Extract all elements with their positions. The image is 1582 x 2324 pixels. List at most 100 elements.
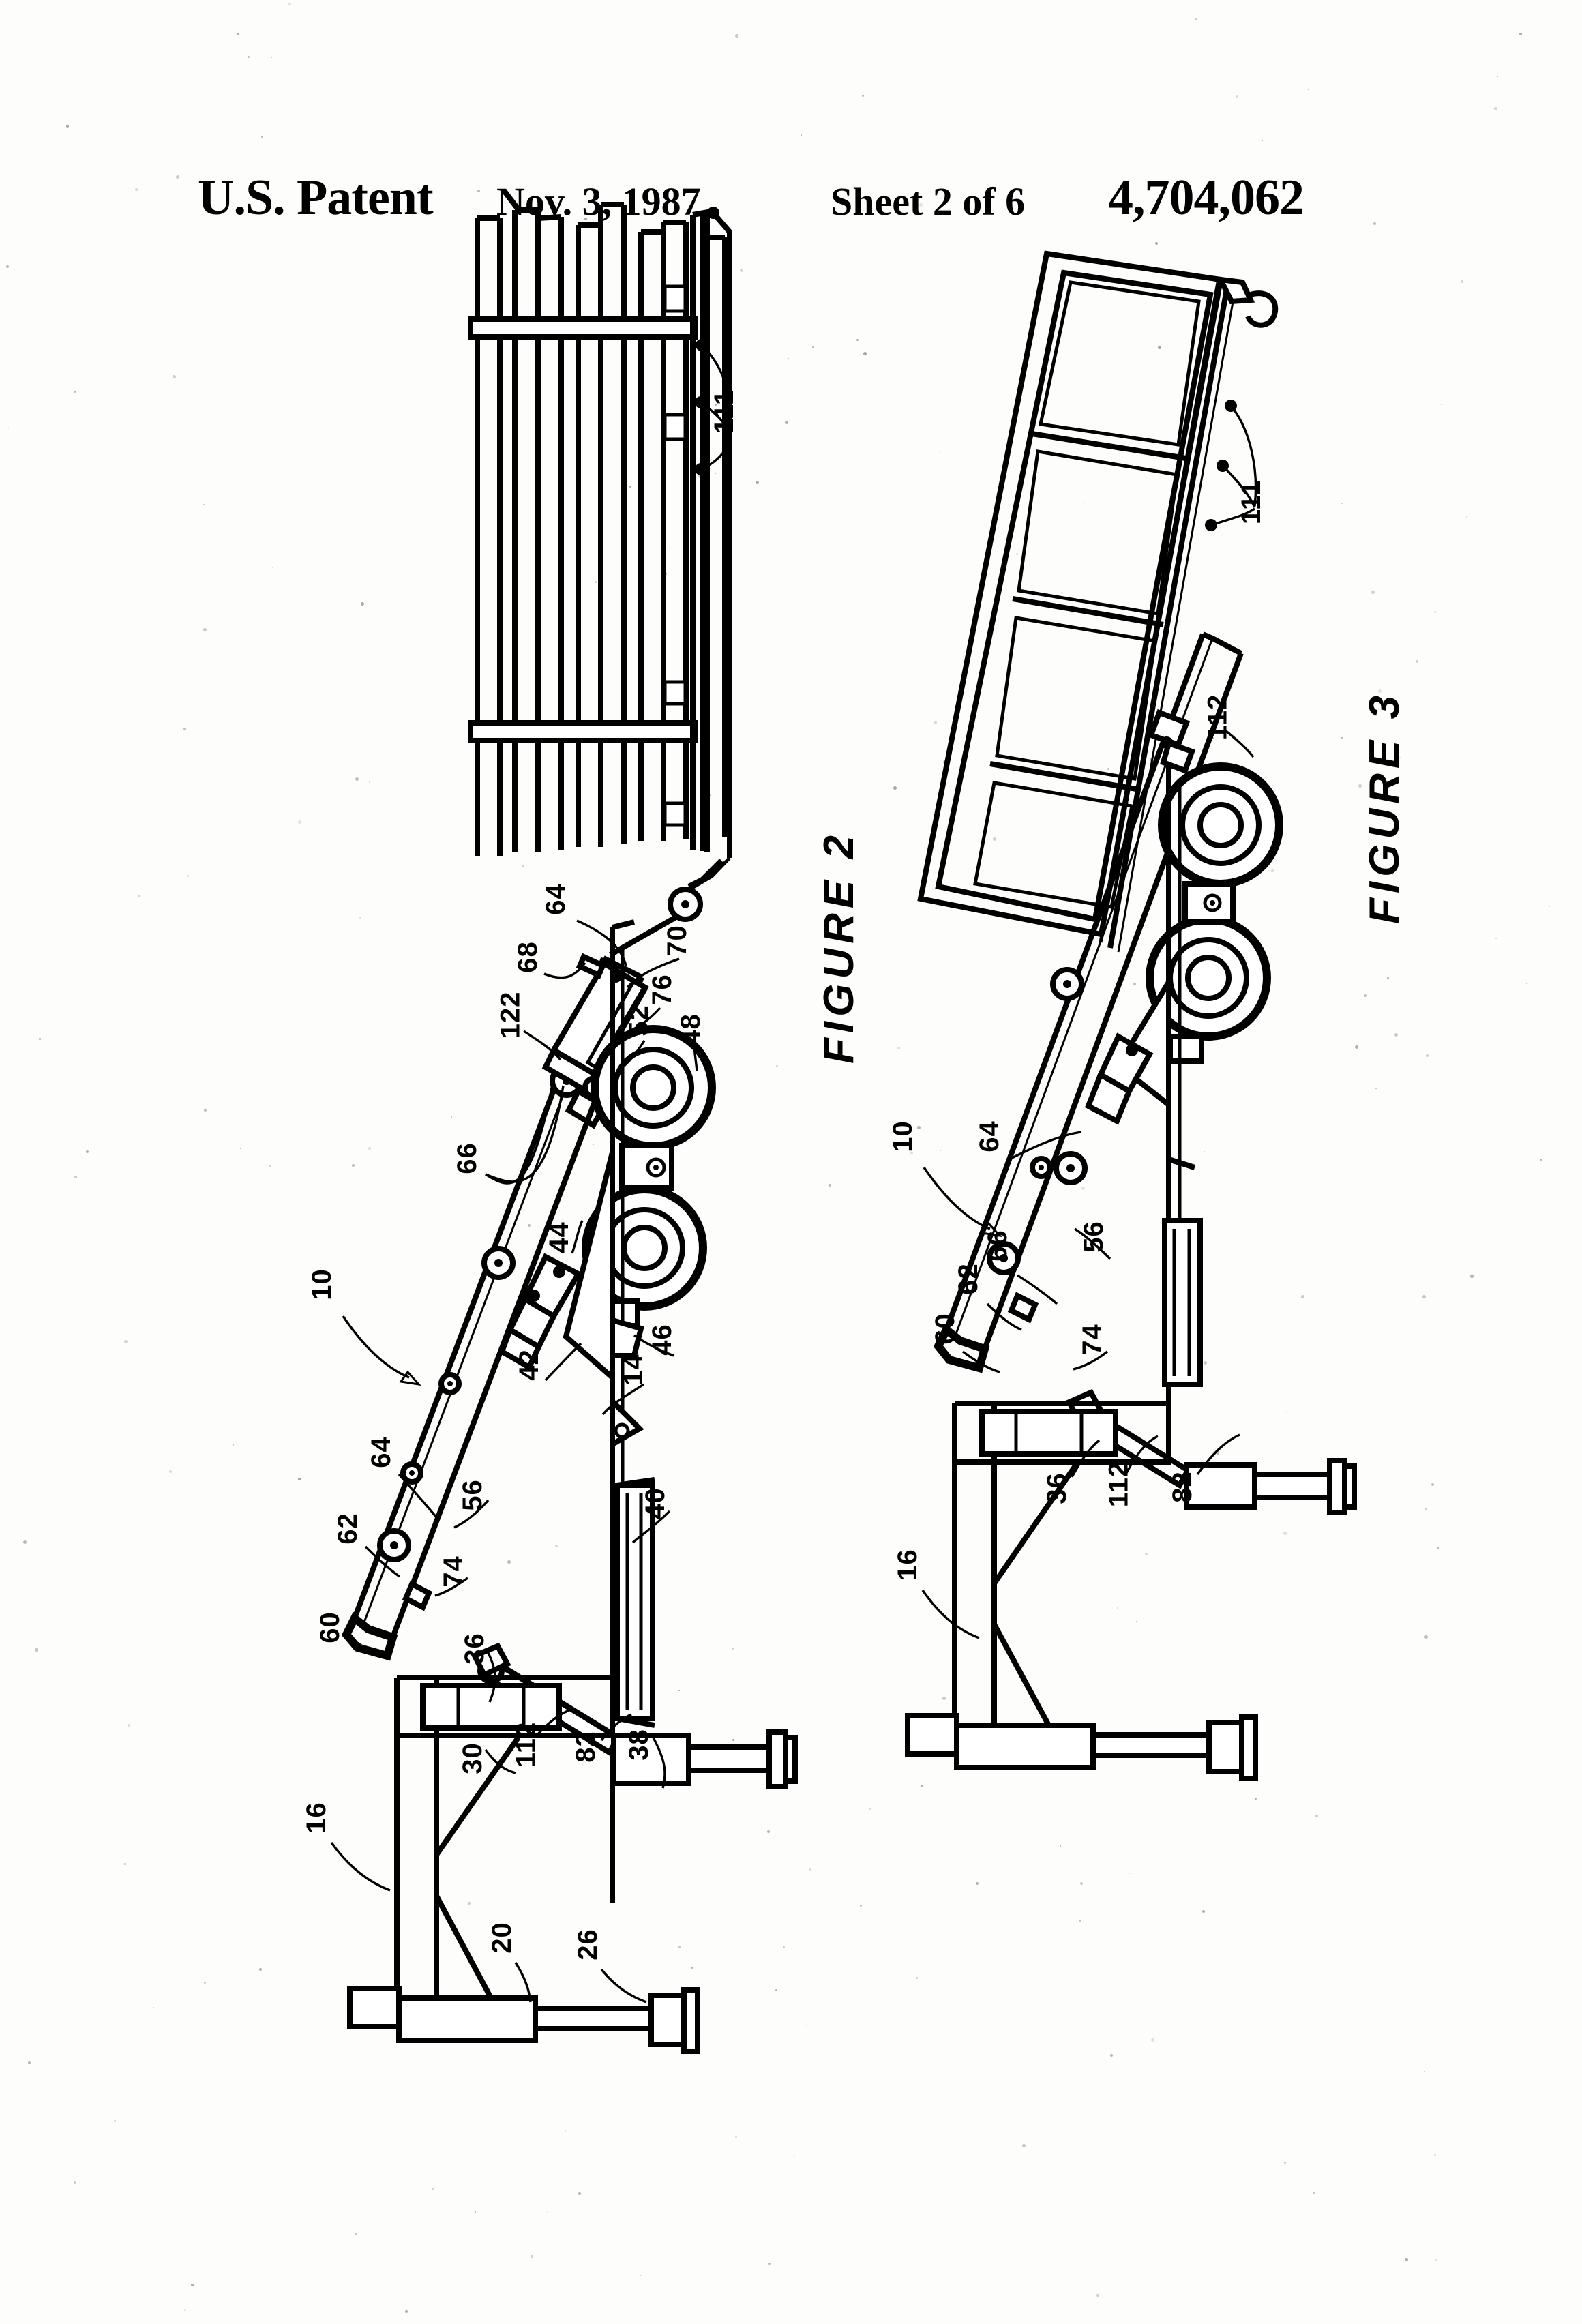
scan-speck (1195, 18, 1197, 20)
boom-tip-assembly (610, 858, 730, 955)
ref-leaders-fig3 (923, 731, 1253, 1638)
scan-speck (1375, 1088, 1377, 1089)
scan-speck (669, 547, 670, 548)
scan-speck (237, 33, 239, 35)
ref-numeral-62: 62 (332, 1513, 363, 1545)
scan-speck (691, 1967, 693, 1969)
scan-speck (522, 865, 524, 867)
scan-speck (715, 473, 716, 474)
scan-speck (806, 2025, 807, 2026)
scan-speck (361, 602, 364, 606)
scan-speck (584, 218, 587, 220)
scan-speck (1373, 222, 1376, 225)
ref-numeral-38: 38 (623, 1729, 654, 1761)
scan-speck (124, 1863, 126, 1865)
scan-speck (477, 190, 480, 192)
scan-speck (1422, 1295, 1426, 1298)
scan-speck (1371, 591, 1375, 594)
scan-speck (8, 428, 9, 429)
scan-speck (1283, 1532, 1287, 1535)
scan-speck (233, 1444, 234, 1446)
ref-numeral-14: 14 (618, 1354, 648, 1386)
scan-speck (629, 486, 631, 488)
scan-speck (910, 1152, 913, 1154)
scan-speck (565, 2130, 566, 2132)
scan-speck (940, 1150, 941, 1151)
scan-speck (1022, 2144, 1026, 2147)
scan-speck (1081, 1187, 1085, 1190)
scan-speck (432, 2188, 434, 2190)
scan-speck (767, 1830, 770, 1833)
scan-speck (595, 581, 597, 583)
patent-office-label: U.S. Patent (198, 170, 434, 226)
scan-speck (1466, 516, 1467, 518)
scan-speck (1358, 784, 1362, 788)
scan-speck (993, 837, 996, 841)
scan-speck (1110, 2054, 1113, 2057)
scan-speck (138, 895, 140, 897)
scan-speck (74, 391, 76, 393)
scan-speck (468, 1902, 471, 1905)
ref-numeral-40: 40 (640, 1487, 670, 1519)
scan-speck (288, 3, 291, 5)
scan-speck (1158, 346, 1161, 349)
scan-speck (893, 786, 897, 790)
scan-speck (405, 2310, 408, 2313)
ref-numeral-74: 74 (438, 1555, 468, 1588)
scan-speck (1470, 1275, 1474, 1278)
patent-number: 4,704,062 (1108, 170, 1304, 226)
scan-speck (169, 1470, 172, 1473)
ref-leaders-fig2 (331, 921, 697, 2002)
ref-numeral-20: 20 (486, 1922, 517, 1954)
ref-numeral-16: 16 (892, 1549, 923, 1581)
scan-speck (261, 136, 263, 138)
scan-speck (1425, 1508, 1427, 1510)
scan-speck (1494, 107, 1497, 110)
ref-numeral-64: 64 (974, 1120, 1004, 1152)
scan-speck (794, 2156, 795, 2157)
scan-speck (1155, 242, 1158, 245)
scan-speck (1355, 1045, 1358, 1049)
scan-speck (1136, 1621, 1137, 1622)
ref-numeral-10: 10 (306, 1268, 337, 1300)
scan-speck (1133, 983, 1136, 985)
scan-speck (204, 1109, 207, 1112)
scan-speck (240, 1148, 241, 1149)
figure-3-artwork (908, 254, 1354, 1778)
scan-speck (1079, 1920, 1081, 1922)
scan-speck (547, 2211, 548, 2213)
scan-speck (153, 2007, 154, 2008)
scan-speck (1061, 592, 1062, 593)
scan-speck (176, 175, 179, 179)
scan-speck (1202, 1910, 1205, 1913)
scan-speck (1424, 1635, 1428, 1639)
ref-numeral-68: 68 (512, 941, 543, 973)
scan-speck (184, 2309, 186, 2311)
scan-speck (1150, 758, 1152, 761)
scan-speck (1016, 553, 1018, 555)
scan-speck (74, 2181, 76, 2184)
scan-speck (732, 1739, 734, 1741)
scan-speck (1029, 524, 1030, 525)
scan-speck (788, 358, 789, 359)
scan-speck (1096, 2294, 1099, 2297)
ref-numeral-26: 26 (572, 1928, 603, 1961)
scan-speck (608, 215, 610, 218)
scan-speck (939, 451, 940, 452)
scan-speck (1204, 1151, 1205, 1152)
ref-numeral-122: 122 (495, 991, 526, 1039)
trailer-frame-fig3 (1088, 764, 1200, 1459)
scan-speck (916, 1977, 918, 1979)
scan-speck (359, 917, 361, 919)
scan-speck (1424, 2071, 1425, 2072)
scan-speck (173, 375, 176, 378)
scan-speck (1364, 994, 1367, 997)
scan-speck (1080, 1882, 1083, 1885)
scan-speck (298, 820, 301, 824)
ref-numeral-56: 56 (457, 1479, 488, 1511)
scan-speck (1387, 977, 1389, 979)
scan-speck (1495, 938, 1497, 939)
scan-speck (783, 1946, 785, 1948)
scan-speck (203, 628, 207, 631)
